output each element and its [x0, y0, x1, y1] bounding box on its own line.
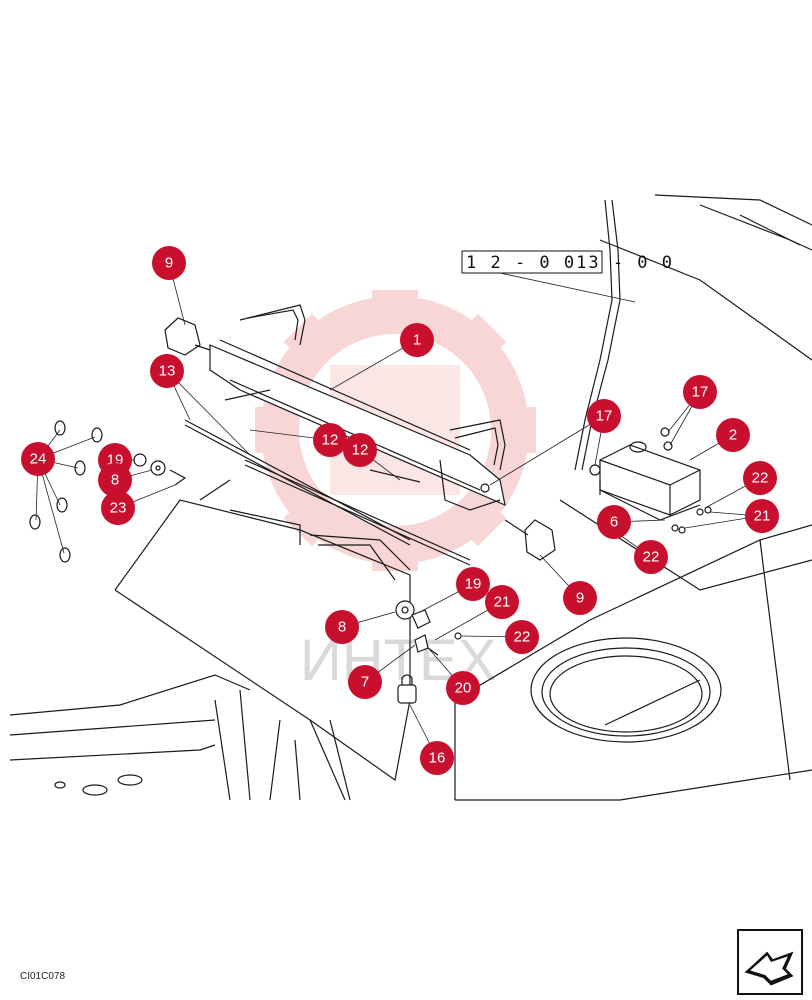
callout-20[interactable]: 20 [446, 671, 480, 705]
callout-21-bottom[interactable]: 21 [485, 585, 519, 619]
callout-9-top[interactable]: 9 [152, 246, 186, 280]
svg-text:24: 24 [30, 451, 47, 468]
svg-text:21: 21 [754, 508, 771, 525]
small-parts [133, 427, 712, 704]
next-page-button[interactable] [737, 929, 803, 995]
svg-text:12: 12 [352, 442, 369, 459]
svg-text:8: 8 [111, 472, 119, 489]
svg-text:16: 16 [429, 750, 446, 767]
callout-7[interactable]: 7 [348, 665, 382, 699]
svg-text:17: 17 [692, 384, 709, 401]
hopper-ring [530, 637, 722, 743]
callout-21-right[interactable]: 21 [745, 499, 779, 533]
callout-1[interactable]: 1 [400, 323, 434, 357]
callout-12-left[interactable]: 12 [313, 423, 347, 457]
callout-6[interactable]: 6 [597, 505, 631, 539]
chute-body [114, 479, 411, 801]
svg-text:1 2 - 0 013 - 0 0: 1 2 - 0 013 - 0 0 [466, 253, 674, 273]
svg-text:2: 2 [729, 427, 737, 444]
callout-19-bottom[interactable]: 19 [456, 567, 490, 601]
svg-text:22: 22 [752, 470, 769, 487]
callout-2[interactable]: 2 [716, 418, 750, 452]
reference-label: 1 2 - 0 013 - 0 0 [461, 250, 674, 303]
rods [184, 419, 471, 566]
svg-text:22: 22 [643, 549, 660, 566]
drawing-code: CI01C078 [20, 971, 66, 982]
callout-23[interactable]: 23 [101, 491, 135, 525]
svg-text:23: 23 [110, 500, 127, 517]
callout-8-left[interactable]: 8 [98, 463, 132, 497]
svg-text:7: 7 [361, 674, 369, 691]
svg-text:1: 1 [413, 332, 421, 349]
arrow-next-icon [744, 951, 794, 986]
frame-left [9, 674, 301, 801]
svg-text:17: 17 [596, 408, 613, 425]
callout-17-left[interactable]: 17 [587, 399, 621, 433]
svg-text:20: 20 [455, 680, 472, 697]
callout-17-right[interactable]: 17 [683, 375, 717, 409]
callout-22-top[interactable]: 22 [743, 461, 777, 495]
svg-text:9: 9 [576, 590, 584, 607]
svg-text:8: 8 [338, 619, 346, 636]
svg-text:9: 9 [165, 255, 173, 272]
svg-text:12: 12 [322, 432, 339, 449]
callout-8-bottom[interactable]: 8 [325, 610, 359, 644]
knob-right [504, 519, 556, 561]
callout-16[interactable]: 16 [420, 741, 454, 775]
callout-9-bottom[interactable]: 9 [563, 581, 597, 615]
svg-text:19: 19 [465, 576, 482, 593]
knob-left [164, 317, 211, 356]
svg-text:22: 22 [514, 629, 531, 646]
callout-24[interactable]: 24 [21, 442, 55, 476]
callout-13[interactable]: 13 [150, 354, 184, 388]
svg-text:13: 13 [159, 363, 176, 380]
callout-12-right[interactable]: 12 [343, 433, 377, 467]
svg-text:21: 21 [494, 594, 511, 611]
o-rings [29, 420, 103, 563]
svg-text:6: 6 [610, 514, 618, 531]
callout-22-bottom[interactable]: 22 [505, 620, 539, 654]
callout-22-middle[interactable]: 22 [634, 540, 668, 574]
